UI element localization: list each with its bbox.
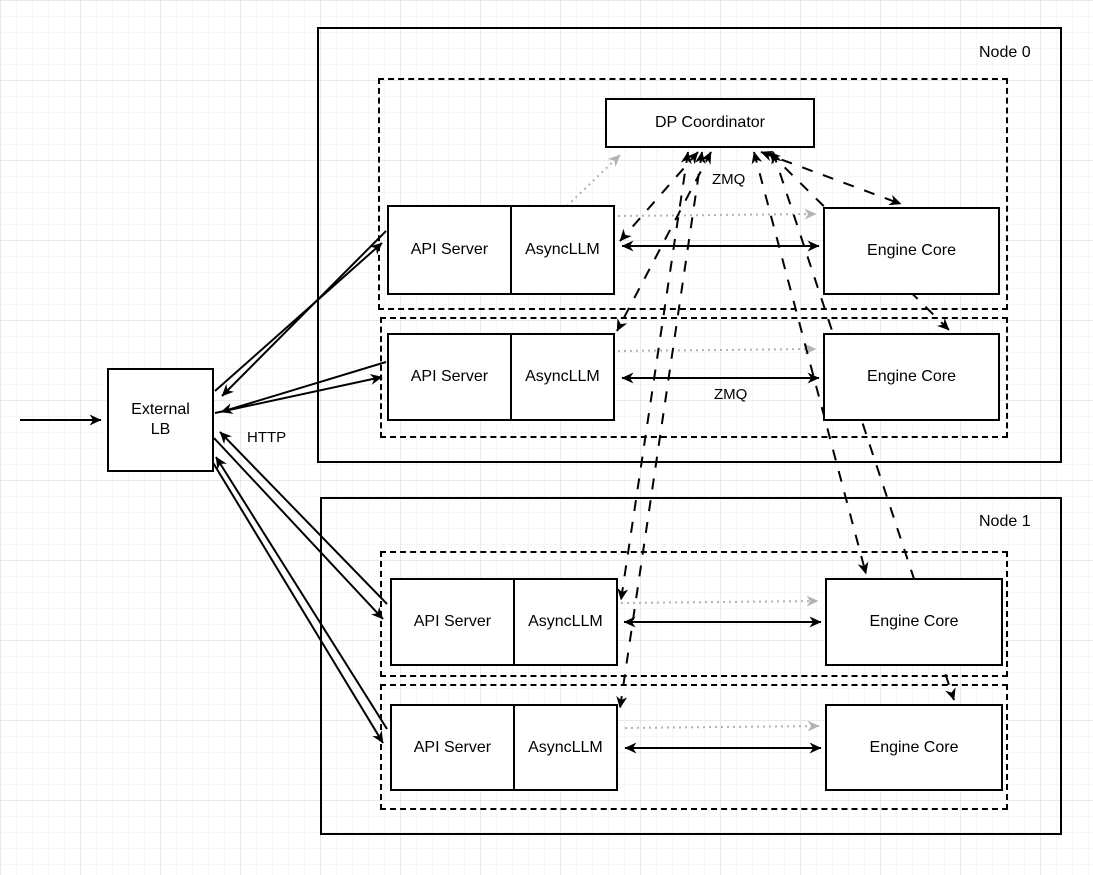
external-lb-label-line2: LB: [150, 421, 171, 438]
asyncllm-label: AsyncLLM: [525, 368, 600, 385]
asyncllm-cell: AsyncLLM: [509, 207, 613, 293]
node0-label: Node 0: [979, 44, 1031, 61]
edge-api-n1r1-to-lb: [219, 431, 388, 605]
edge-dp-async-n0r1: [619, 151, 699, 242]
api-server-box-n0r1: API Server AsyncLLM: [387, 205, 615, 295]
edge-lb-to-api-n1r2: [211, 460, 384, 744]
asyncllm-cell: AsyncLLM: [509, 335, 613, 419]
zmq-label-coordinator: ZMQ: [712, 171, 746, 188]
edge-api-n0r2-to-lb: [220, 361, 387, 414]
engine-core-box-n1r1: Engine Core: [825, 578, 1003, 666]
engine-core-box-n0r1: Engine Core: [823, 207, 1000, 295]
api-server-label: API Server: [413, 738, 492, 756]
engine-core-label: Engine Core: [867, 242, 956, 259]
edge-api-n1r2-to-lb: [215, 456, 388, 730]
api-server-box-n1r2: API Server AsyncLLM: [390, 704, 618, 791]
engine-core-label: Engine Core: [867, 368, 956, 385]
edge-api-n0r1-to-lb: [221, 230, 387, 397]
edge-dp-engine-n1r2: [771, 151, 956, 701]
api-server-label: API Server: [410, 368, 489, 385]
api-server-label: API Server: [413, 613, 492, 630]
external-lb-label-line1: External: [131, 401, 190, 418]
edge-lb-to-api-n1r1: [213, 437, 384, 620]
edge-dp-async-n0r2: [616, 151, 712, 332]
edge-dotted-n1r1: [620, 595, 819, 607]
asyncllm-label: AsyncLLM: [525, 241, 600, 258]
node1-label: Node 1: [979, 513, 1031, 530]
api-server-cell: API Server: [392, 706, 513, 789]
edge-dotted-n0r2: [617, 343, 817, 355]
edge-dp-async-n1r2: [616, 151, 706, 709]
engine-core-label: Engine Core: [869, 738, 959, 756]
api-server-cell: API Server: [392, 580, 513, 664]
edge-lb-to-api-n0r1: [214, 242, 383, 392]
external-lb-box: External LB: [107, 368, 214, 472]
engine-core-box-n0r2: Engine Core: [823, 333, 1000, 421]
edge-dotted-n1r2: [624, 720, 820, 732]
api-server-label: API Server: [410, 241, 489, 258]
asyncllm-cell: AsyncLLM: [512, 580, 616, 664]
edge-dotted-async-n0r1-to-dp: [566, 154, 621, 207]
asyncllm-label: AsyncLLM: [528, 613, 603, 630]
api-server-cell: API Server: [389, 207, 510, 293]
engine-core-label: Engine Core: [869, 613, 959, 630]
dp-coordinator-label: DP Coordinator: [655, 114, 765, 131]
zmq-label-row2: ZMQ: [714, 386, 748, 403]
edge-dp-async-n1r1: [617, 151, 692, 601]
http-label: HTTP: [247, 429, 287, 446]
api-server-box-n0r2: API Server AsyncLLM: [387, 333, 615, 421]
engine-core-box-n1r2: Engine Core: [825, 704, 1003, 791]
asyncllm-label: AsyncLLM: [528, 738, 603, 756]
edge-dotted-n0r1: [617, 208, 817, 220]
api-server-box-n1r1: API Server AsyncLLM: [390, 578, 618, 666]
edge-lb-to-api-n0r2: [214, 374, 383, 414]
asyncllm-cell: AsyncLLM: [512, 706, 616, 789]
api-server-cell: API Server: [389, 335, 510, 419]
dp-coordinator-box: DP Coordinator: [605, 98, 815, 148]
